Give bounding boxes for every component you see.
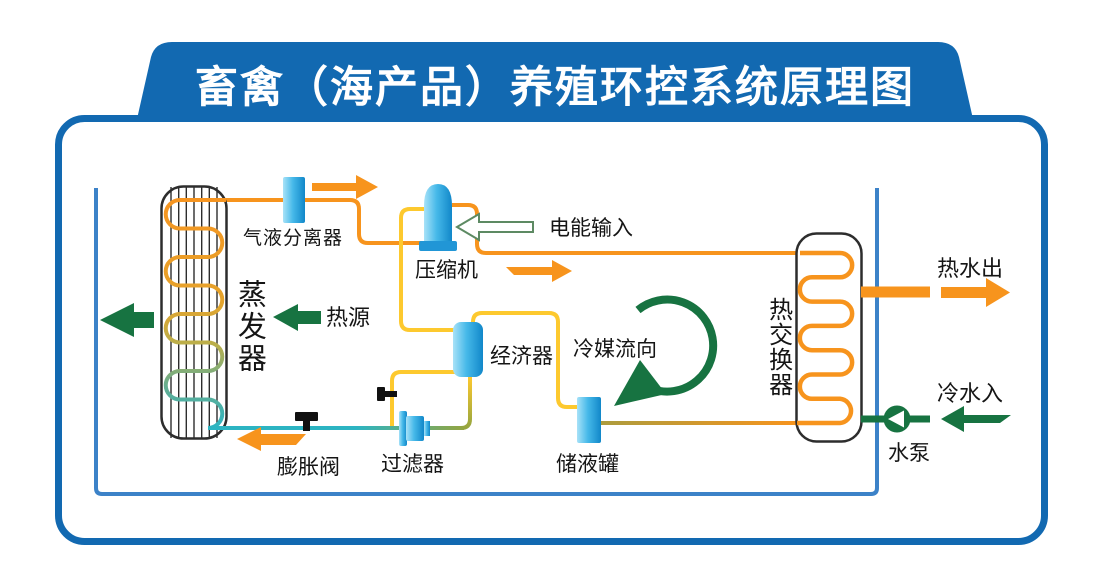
label-hot-water-out: 热水出 <box>937 256 1004 281</box>
pipe-economizer-feed <box>390 370 455 426</box>
filter-shape <box>399 411 430 446</box>
cold-water-arrow <box>941 406 1011 432</box>
pipe-suction <box>226 198 424 245</box>
label-heat-source: 热源 <box>326 305 371 330</box>
pipe-economizer-vapor <box>399 207 455 332</box>
label-heat-exchanger: 热交换器 <box>764 297 791 397</box>
expansion-flow-arrow <box>237 427 306 451</box>
heat-exchanger <box>795 232 863 443</box>
suction-flow-arrow <box>312 175 378 199</box>
pipe-receiver-economizer <box>471 311 577 409</box>
receiver-shape <box>577 397 601 443</box>
heat-output-arrow <box>100 303 154 337</box>
water-pump-rotor-icon <box>888 410 904 428</box>
hot-water-out-flow <box>861 278 1010 307</box>
heat-source-arrow <box>273 304 321 331</box>
branch-valve-shape <box>377 387 397 401</box>
expansion-valve-shape <box>295 412 318 431</box>
label-economizer: 经济器 <box>490 344 553 368</box>
label-expansion-valve: 膨胀阀 <box>277 455 340 479</box>
compressor-shape <box>419 184 457 251</box>
discharge-flow-arrow <box>506 260 572 282</box>
economizer-shape <box>453 322 483 377</box>
evaporator <box>160 185 228 440</box>
label-compressor: 压缩机 <box>415 258 478 282</box>
inner-tank-outline <box>94 188 879 496</box>
heat-exchanger-shell <box>795 232 863 443</box>
label-power-input: 电能输入 <box>549 216 633 240</box>
title-banner-shape <box>137 42 973 119</box>
gas-liquid-separator-shape <box>283 177 305 223</box>
label-filter: 过滤器 <box>381 452 444 476</box>
label-receiver: 储液罐 <box>556 452 619 476</box>
hot-water-arrow <box>941 278 1010 307</box>
refrigerant-flow-arrow <box>614 295 718 406</box>
power-input-arrow <box>455 212 534 242</box>
cold-water-in-flow <box>861 405 1011 433</box>
label-gas-liquid-separator: 气液分离器 <box>243 228 344 249</box>
label-evaporator: 蒸发器 <box>233 279 266 375</box>
label-cold-water-in: 冷水入 <box>937 381 1004 406</box>
label-refrigerant-flow: 冷媒流向 <box>573 337 657 361</box>
evaporator-coil <box>163 198 226 430</box>
heat-exchanger-coil <box>797 250 855 426</box>
label-water-pump: 水泵 <box>888 441 930 465</box>
page-title: 畜禽（海产品）养殖环控系统原理图 <box>195 64 915 112</box>
